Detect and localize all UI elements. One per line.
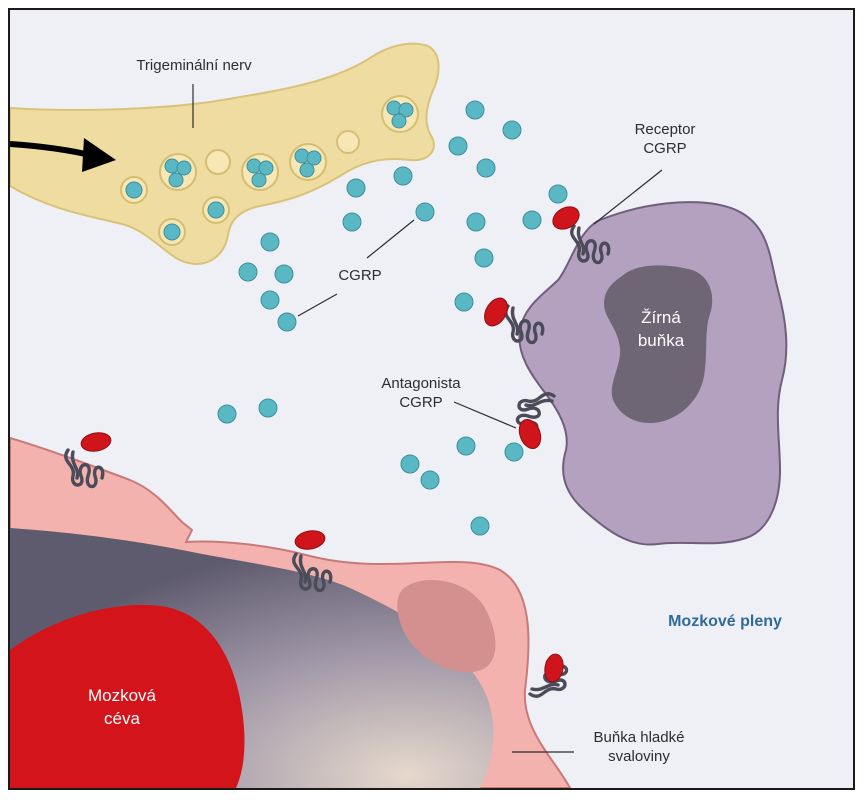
diagram-canvas	[10, 42, 788, 788]
cgrp-molecule	[548, 184, 568, 204]
cgrp-molecule	[125, 181, 143, 199]
cgrp-molecule	[306, 150, 322, 166]
cgrp-molecule	[176, 160, 192, 176]
cerebral-vessel	[10, 604, 245, 788]
label-antagonist: Antagonista CGRP	[366, 374, 476, 412]
receptor-wall-middle	[292, 530, 333, 593]
receptor-cap	[544, 653, 564, 683]
mast-cell-nucleus	[604, 265, 713, 424]
smooth-muscle-nucleus	[397, 579, 496, 673]
signal-arrow-head	[82, 138, 116, 172]
cgrp-molecule	[391, 113, 407, 129]
cgrp-molecule	[207, 201, 225, 219]
label-receptor: Receptor CGRP	[620, 120, 710, 158]
label-meninges: Mozkové pleny	[668, 613, 782, 630]
cgrp-molecule	[502, 120, 522, 140]
vesicle	[336, 130, 360, 154]
receptor-cap	[294, 530, 326, 550]
receptor-cap	[484, 297, 508, 327]
label-cgrp: CGRP	[338, 267, 382, 284]
cgrp-molecule	[400, 454, 420, 474]
label-smooth-muscle: Buňka hladké svaloviny	[574, 728, 704, 766]
cgrp-molecule	[470, 516, 490, 536]
cgrp-molecule	[258, 160, 274, 176]
label-mast-cell: Žírná buňka	[616, 306, 706, 352]
cgrp-molecule	[420, 470, 440, 490]
cgrp-molecule	[342, 212, 362, 232]
leader-cgrp-upper	[366, 219, 415, 259]
cgrp-molecule	[299, 162, 315, 178]
label-smooth-line1: Buňka hladké	[593, 729, 685, 746]
cgrp-molecule	[393, 166, 413, 186]
label-receptor-line2: CGRP	[643, 140, 687, 157]
label-mast-line1: Žírná	[641, 308, 681, 327]
label-trigeminal: Trigeminální nerv	[136, 57, 252, 74]
label-antagonist-line2: CGRP	[399, 394, 443, 411]
cgrp-molecule	[168, 172, 184, 188]
vesicle	[205, 149, 231, 175]
cgrp-molecule	[260, 232, 280, 252]
leader-antagonist	[453, 401, 517, 429]
label-vessel: Mozková céva	[72, 684, 172, 730]
cgrp-molecule	[346, 178, 366, 198]
cgrp-molecule	[217, 404, 237, 424]
cgrp-molecule	[274, 264, 294, 284]
free-cgrp	[217, 100, 568, 536]
cgrp-molecule	[258, 398, 278, 418]
label-vessel-line2: céva	[104, 709, 140, 728]
cgrp-molecule	[466, 212, 486, 232]
leader-cgrp-lower	[297, 293, 338, 317]
cgrp-molecule	[163, 223, 181, 241]
antagonist-cap	[518, 418, 542, 450]
label-mast-line2: buňka	[637, 331, 685, 350]
cgrp-molecule	[456, 436, 476, 456]
receptor-cap	[80, 432, 112, 452]
cgrp-molecule	[398, 102, 414, 118]
diagram-frame: Trigeminální nerv Receptor CGRP CGRP Žír…	[8, 8, 855, 790]
cgrp-molecule	[504, 442, 524, 462]
cgrp-molecule	[474, 248, 494, 268]
label-antagonist-line1: Antagonista	[381, 375, 461, 392]
cgrp-molecule	[277, 312, 297, 332]
cgrp-molecule	[260, 290, 280, 310]
receptor-wall-left	[64, 432, 112, 489]
cgrp-molecule	[415, 202, 435, 222]
label-receptor-line1: Receptor	[634, 121, 696, 138]
cgrp-molecule	[448, 136, 468, 156]
cgrp-molecule	[522, 210, 542, 230]
cgrp-molecule	[238, 262, 258, 282]
label-vessel-line1: Mozková	[87, 686, 157, 705]
receptor-mast-left	[484, 297, 545, 345]
leader-receptor	[593, 169, 663, 225]
leader-lines	[192, 84, 663, 753]
label-smooth-line2: svaloviny	[608, 748, 670, 765]
cgrp-molecule	[465, 100, 485, 120]
cgrp-molecule	[251, 172, 267, 188]
receptor-mast-top	[552, 206, 611, 265]
receptor-cap	[552, 206, 580, 230]
cgrp-in-vesicles	[125, 100, 414, 241]
cgrp-molecule	[454, 292, 474, 312]
cgrp-molecule	[476, 158, 496, 178]
